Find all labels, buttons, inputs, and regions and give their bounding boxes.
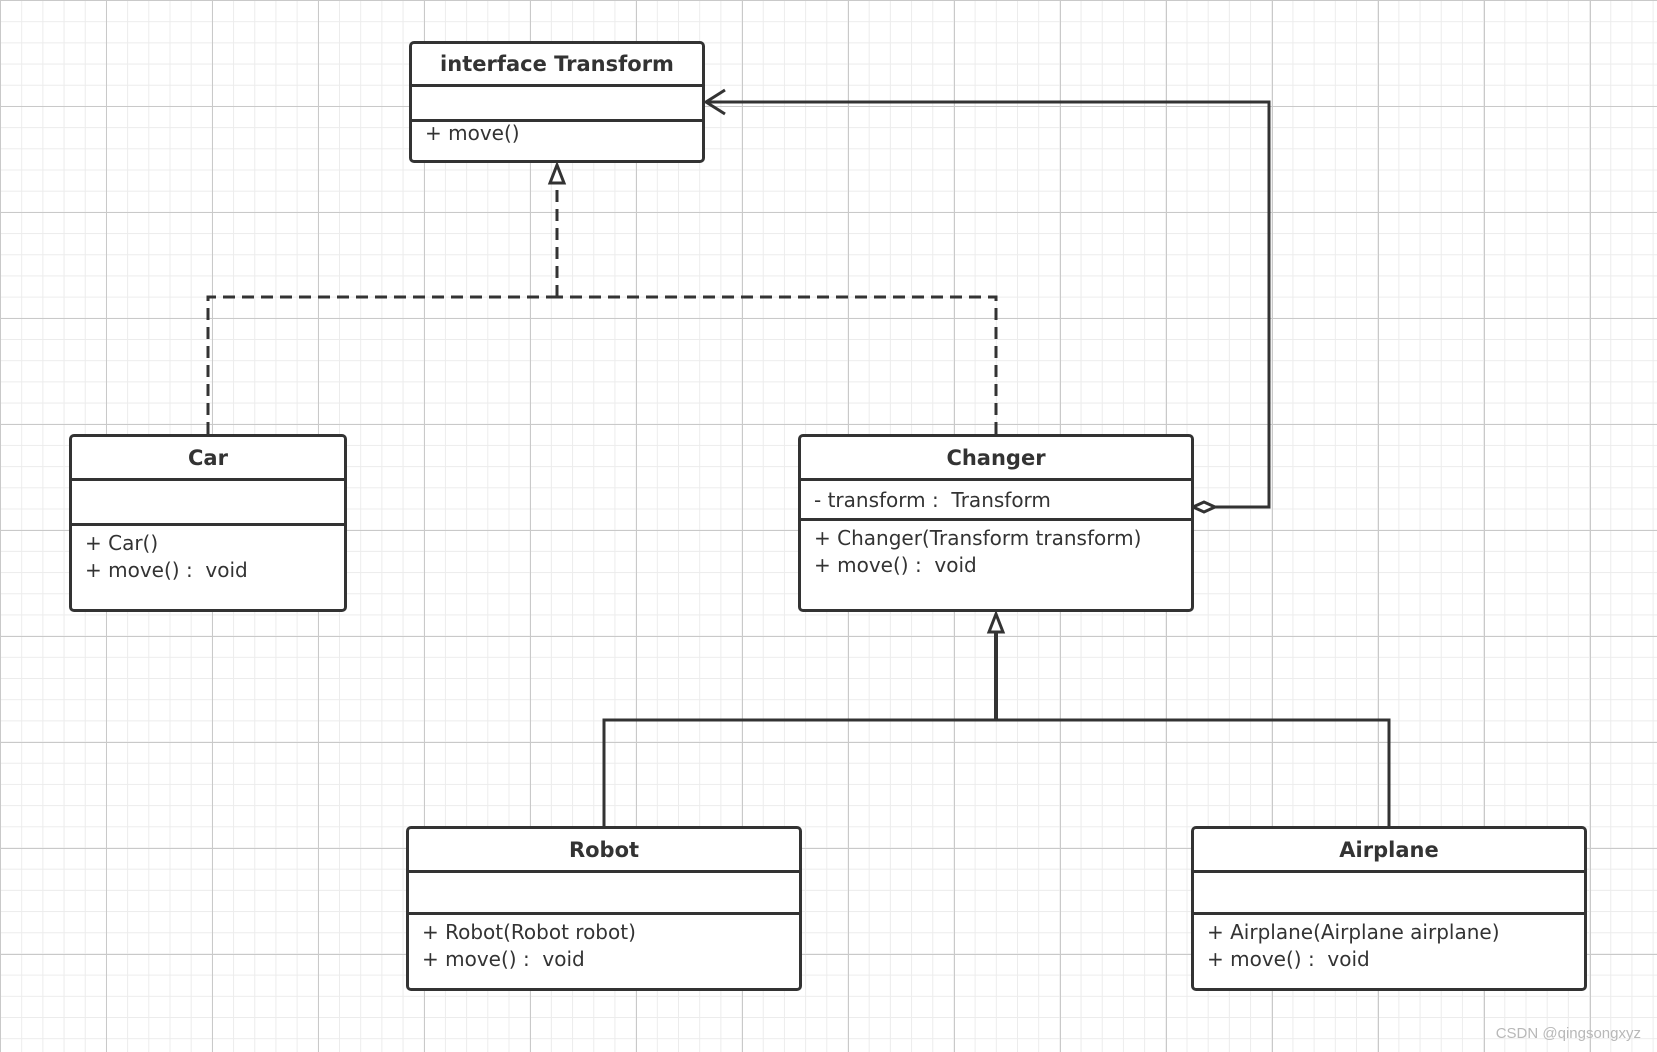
methods-compartment: + Airplane(Airplane airplane) + move() :…: [1194, 915, 1584, 988]
class-name: Changer: [801, 437, 1191, 481]
method: + Airplane(Airplane airplane): [1207, 920, 1500, 944]
class-box-car[interactable]: Car + Car() + move() : void: [69, 434, 347, 612]
attributes-compartment: [1194, 873, 1584, 915]
attributes-compartment: [72, 481, 344, 526]
attributes-compartment: [409, 873, 799, 915]
class-name: Car: [72, 437, 344, 481]
realization-arrowhead: [547, 160, 567, 185]
class-name: interface Transform: [412, 44, 702, 87]
method: + move(): [425, 121, 520, 145]
attribute: - transform : Transform: [814, 487, 1051, 512]
method: + Robot(Robot robot): [422, 920, 636, 944]
class-box-robot[interactable]: Robot + Robot(Robot robot) + move() : vo…: [406, 826, 802, 991]
method: + Changer(Transform transform): [814, 526, 1142, 550]
generalization-line-robot: [602, 718, 996, 828]
generalization-arrowhead: [986, 609, 1006, 634]
realization-line-changer: [557, 295, 998, 434]
aggregation-line: [706, 100, 1271, 509]
method: + move() : void: [85, 558, 248, 582]
method: + move() : void: [1207, 947, 1370, 971]
realization-line-car: [206, 295, 557, 434]
method: + Car(): [85, 531, 159, 555]
attributes-compartment: [412, 87, 702, 122]
method: + move() : void: [422, 947, 585, 971]
class-box-changer[interactable]: Changer - transform : Transform + Change…: [798, 434, 1194, 612]
attributes-compartment: - transform : Transform: [801, 481, 1191, 521]
methods-compartment: + Robot(Robot robot) + move() : void: [409, 915, 799, 988]
methods-compartment: + Changer(Transform transform) + move() …: [801, 521, 1191, 609]
methods-compartment: + move(): [412, 122, 702, 160]
aggregation-diamond: [1189, 500, 1219, 514]
aggregation-arrowhead: [703, 88, 726, 116]
class-box-transform[interactable]: interface Transform + move(): [409, 41, 705, 163]
watermark: CSDN @qingsongxyz: [1495, 1025, 1641, 1042]
methods-compartment: + Car() + move() : void: [72, 526, 344, 609]
class-name: Robot: [409, 829, 799, 873]
class-name: Airplane: [1194, 829, 1584, 873]
method: + move() : void: [814, 553, 977, 577]
generalization-line-airplane: [996, 718, 1391, 828]
class-box-airplane[interactable]: Airplane + Airplane(Airplane airplane) +…: [1191, 826, 1587, 991]
